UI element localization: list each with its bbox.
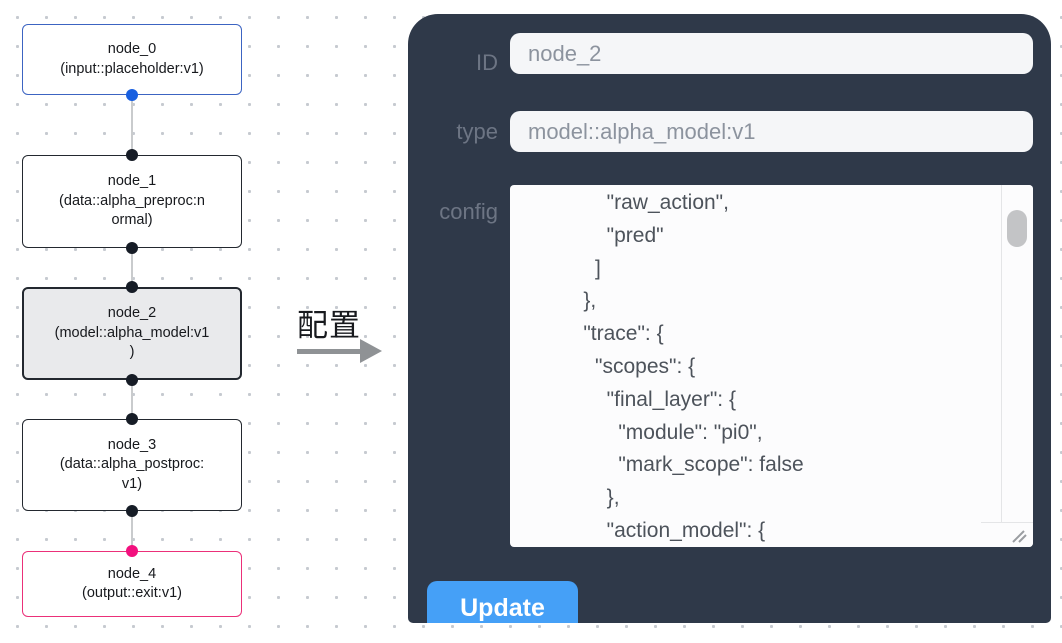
id-field-label: ID bbox=[476, 50, 498, 75]
input-port-node_4[interactable] bbox=[126, 545, 138, 557]
input-port-node_1[interactable] bbox=[126, 149, 138, 161]
edge-node3-node4 bbox=[131, 511, 133, 551]
input-port-node_2[interactable] bbox=[126, 281, 138, 293]
flow-node-node_2-selected[interactable]: node_2 (model::alpha_model:v1 ) bbox=[22, 287, 242, 380]
scrollbar-track[interactable] bbox=[1001, 185, 1033, 522]
scrollbar-thumb[interactable] bbox=[1007, 210, 1027, 247]
type-input[interactable] bbox=[510, 111, 1033, 152]
edge-node0-node1 bbox=[131, 95, 133, 155]
resize-grip-icon[interactable] bbox=[1009, 527, 1029, 543]
flow-node-node_0[interactable]: node_0 (input::placeholder:v1) bbox=[22, 24, 242, 95]
flow-node-node_3[interactable]: node_3 (data::alpha_postproc: v1) bbox=[22, 419, 242, 511]
output-port-node_1[interactable] bbox=[126, 242, 138, 254]
input-port-node_3[interactable] bbox=[126, 413, 138, 425]
right-arrow-icon bbox=[297, 349, 361, 354]
output-port-node_3[interactable] bbox=[126, 505, 138, 517]
configure-annotation-label: 配置 bbox=[297, 308, 361, 343]
node-config-panel: ID type config "raw_action", "pred" ] },… bbox=[408, 14, 1051, 623]
type-field-label: type bbox=[456, 119, 498, 144]
config-json-text: "raw_action", "pred" ] }, "trace": { "sc… bbox=[583, 191, 804, 542]
config-textarea[interactable]: "raw_action", "pred" ] }, "trace": { "sc… bbox=[510, 185, 1033, 547]
id-input[interactable] bbox=[510, 33, 1033, 74]
output-port-node_2[interactable] bbox=[126, 374, 138, 386]
flow-node-node_1[interactable]: node_1 (data::alpha_preproc:n ormal) bbox=[22, 155, 242, 248]
flow-node-node_4[interactable]: node_4 (output::exit:v1) bbox=[22, 551, 242, 617]
output-port-node_0[interactable] bbox=[126, 89, 138, 101]
edge-node1-node2 bbox=[131, 248, 133, 287]
config-field-label: config bbox=[439, 199, 498, 224]
right-arrow-head-icon bbox=[360, 339, 382, 363]
scrollbar-corner bbox=[981, 522, 1033, 547]
edge-node2-node3 bbox=[131, 380, 133, 419]
update-button[interactable]: Update bbox=[427, 581, 578, 623]
